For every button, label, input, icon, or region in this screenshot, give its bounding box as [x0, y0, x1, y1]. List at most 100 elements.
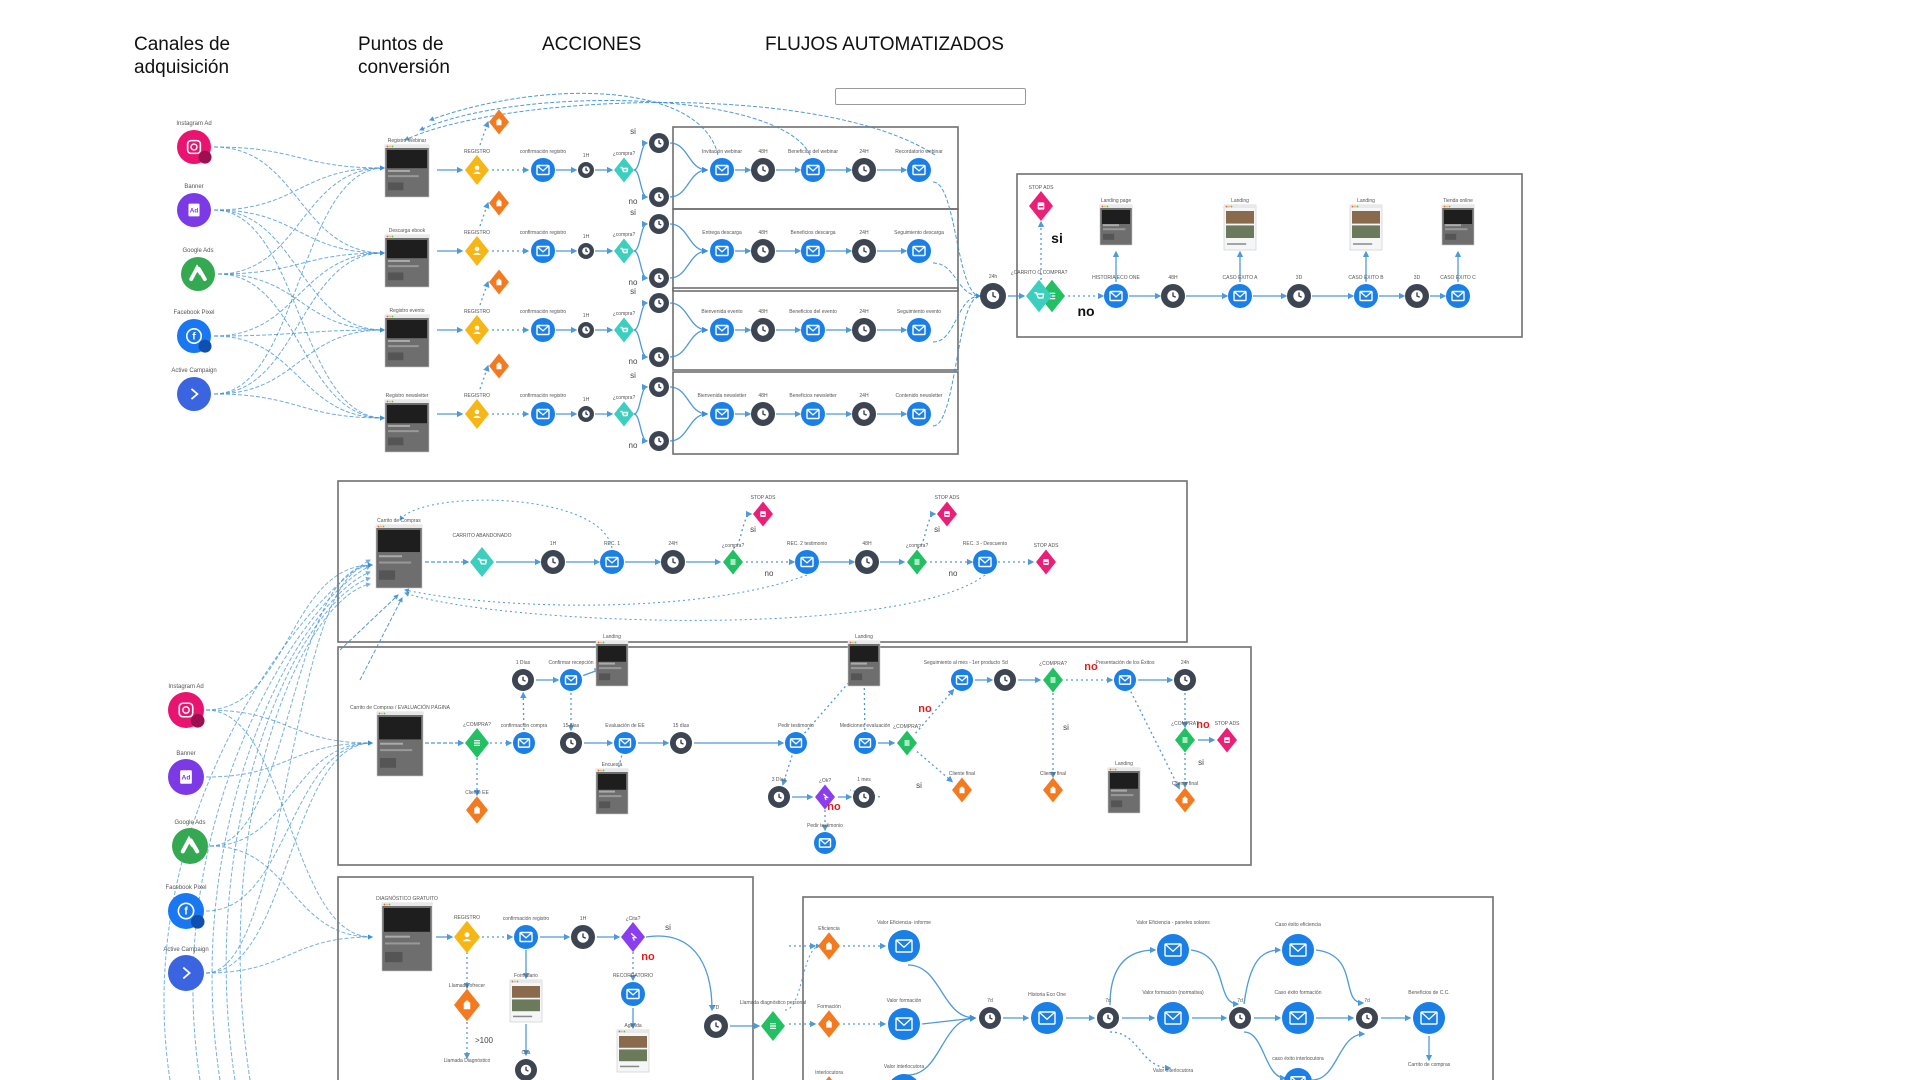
email-node[interactable]	[801, 402, 825, 426]
cart-node[interactable]	[614, 317, 634, 343]
timer-node[interactable]	[1229, 1007, 1251, 1029]
lead-node[interactable]	[465, 155, 489, 185]
timer-node[interactable]	[578, 406, 594, 422]
email-node[interactable]	[907, 402, 931, 426]
email-node[interactable]	[785, 732, 807, 754]
email-node[interactable]	[907, 318, 931, 342]
email-node[interactable]	[531, 402, 555, 426]
timer-node[interactable]	[670, 732, 692, 754]
page-preview[interactable]	[1099, 204, 1133, 246]
email-node[interactable]	[1282, 1002, 1314, 1034]
tag-node[interactable]	[489, 109, 509, 135]
email-node[interactable]	[907, 239, 931, 263]
email-node[interactable]	[531, 318, 555, 342]
channel-activecampaign[interactable]	[177, 377, 211, 411]
email-node[interactable]	[907, 158, 931, 182]
channel-activecampaign[interactable]	[168, 955, 204, 991]
interest-tag-node[interactable]	[818, 932, 840, 960]
email-node[interactable]	[531, 239, 555, 263]
cart-node[interactable]	[614, 238, 634, 264]
channel-instagram[interactable]	[168, 692, 205, 728]
appointment-timer-node[interactable]	[515, 1059, 537, 1080]
condition-node[interactable]	[1043, 667, 1063, 693]
stop-node[interactable]	[1217, 727, 1237, 753]
email-node[interactable]	[888, 1074, 920, 1080]
email-node[interactable]	[1157, 1002, 1189, 1034]
timer-node[interactable]	[649, 187, 669, 207]
cart-abandoned-node[interactable]	[470, 547, 494, 577]
timer-node[interactable]	[560, 732, 582, 754]
email-node[interactable]	[710, 239, 734, 263]
email-node[interactable]	[531, 158, 555, 182]
cart-node[interactable]	[614, 401, 634, 427]
email-node[interactable]	[801, 239, 825, 263]
condition-node[interactable]	[897, 730, 917, 756]
page-preview[interactable]	[847, 640, 881, 687]
timer-node[interactable]	[852, 158, 876, 182]
email-node[interactable]	[795, 550, 819, 574]
title-input-box[interactable]	[835, 88, 1026, 105]
timer-node[interactable]	[1097, 1007, 1119, 1029]
email-node[interactable]	[1413, 1002, 1445, 1034]
timer-node[interactable]	[649, 347, 669, 367]
timer-node[interactable]	[661, 550, 685, 574]
channel-banner[interactable]: Ad	[168, 759, 204, 795]
channel-banner[interactable]: Ad	[177, 193, 211, 227]
email-node[interactable]	[560, 669, 582, 691]
stop-ads-node[interactable]	[937, 501, 957, 527]
page-preview[interactable]	[1107, 767, 1141, 814]
merge-timer-node[interactable]	[980, 283, 1006, 309]
timer-node[interactable]	[852, 318, 876, 342]
email-node[interactable]	[1446, 284, 1470, 308]
page-preview[interactable]	[595, 768, 629, 815]
email-node[interactable]	[600, 550, 624, 574]
timer-node[interactable]	[1161, 284, 1185, 308]
tag-node[interactable]	[952, 777, 972, 803]
email-node[interactable]	[1031, 1002, 1063, 1034]
email-node[interactable]	[951, 669, 973, 691]
timer-node[interactable]	[1287, 284, 1311, 308]
checkout-page-preview[interactable]	[376, 711, 424, 777]
timer-node[interactable]	[751, 239, 775, 263]
tag-node[interactable]	[489, 353, 509, 379]
timer-node[interactable]	[1405, 284, 1429, 308]
timer-node[interactable]	[751, 318, 775, 342]
schedule-preview[interactable]	[616, 1029, 650, 1073]
condition-node[interactable]	[723, 549, 743, 575]
diagnostic-page-preview[interactable]	[381, 902, 433, 972]
condition-node[interactable]	[907, 549, 927, 575]
reminder-email-node[interactable]	[621, 982, 645, 1006]
cart-page-preview[interactable]	[375, 524, 423, 589]
form-preview[interactable]	[509, 979, 543, 1023]
email-node[interactable]	[801, 318, 825, 342]
email-node[interactable]	[854, 732, 876, 754]
email-node[interactable]	[814, 832, 836, 854]
landing-page-preview[interactable]	[384, 234, 430, 288]
tag-node[interactable]	[489, 269, 509, 295]
tag-node[interactable]	[1043, 777, 1063, 803]
email-node[interactable]	[710, 402, 734, 426]
email-node[interactable]	[514, 925, 538, 949]
timer-node[interactable]	[649, 268, 669, 288]
page-preview[interactable]	[1441, 204, 1475, 246]
timer-node[interactable]	[649, 377, 669, 397]
stop-ads-node[interactable]	[753, 501, 773, 527]
timer-node[interactable]	[578, 162, 594, 178]
email-node[interactable]	[1157, 934, 1189, 966]
goal-node[interactable]	[815, 784, 835, 810]
timer-node[interactable]	[1356, 1007, 1378, 1029]
email-node[interactable]	[710, 318, 734, 342]
purchase-condition-node[interactable]	[465, 728, 489, 758]
email-node[interactable]	[973, 550, 997, 574]
cart-node[interactable]	[614, 157, 634, 183]
email-node[interactable]	[1284, 1068, 1312, 1080]
timer-node[interactable]	[578, 322, 594, 338]
lead-node[interactable]	[465, 399, 489, 429]
timer-node[interactable]	[994, 669, 1016, 691]
timer-node[interactable]	[852, 239, 876, 263]
timer-node[interactable]	[649, 133, 669, 153]
email-node[interactable]	[1114, 669, 1136, 691]
timer-node[interactable]	[855, 550, 879, 574]
timer-node[interactable]	[751, 158, 775, 182]
interest-tag-node[interactable]	[818, 1076, 840, 1080]
